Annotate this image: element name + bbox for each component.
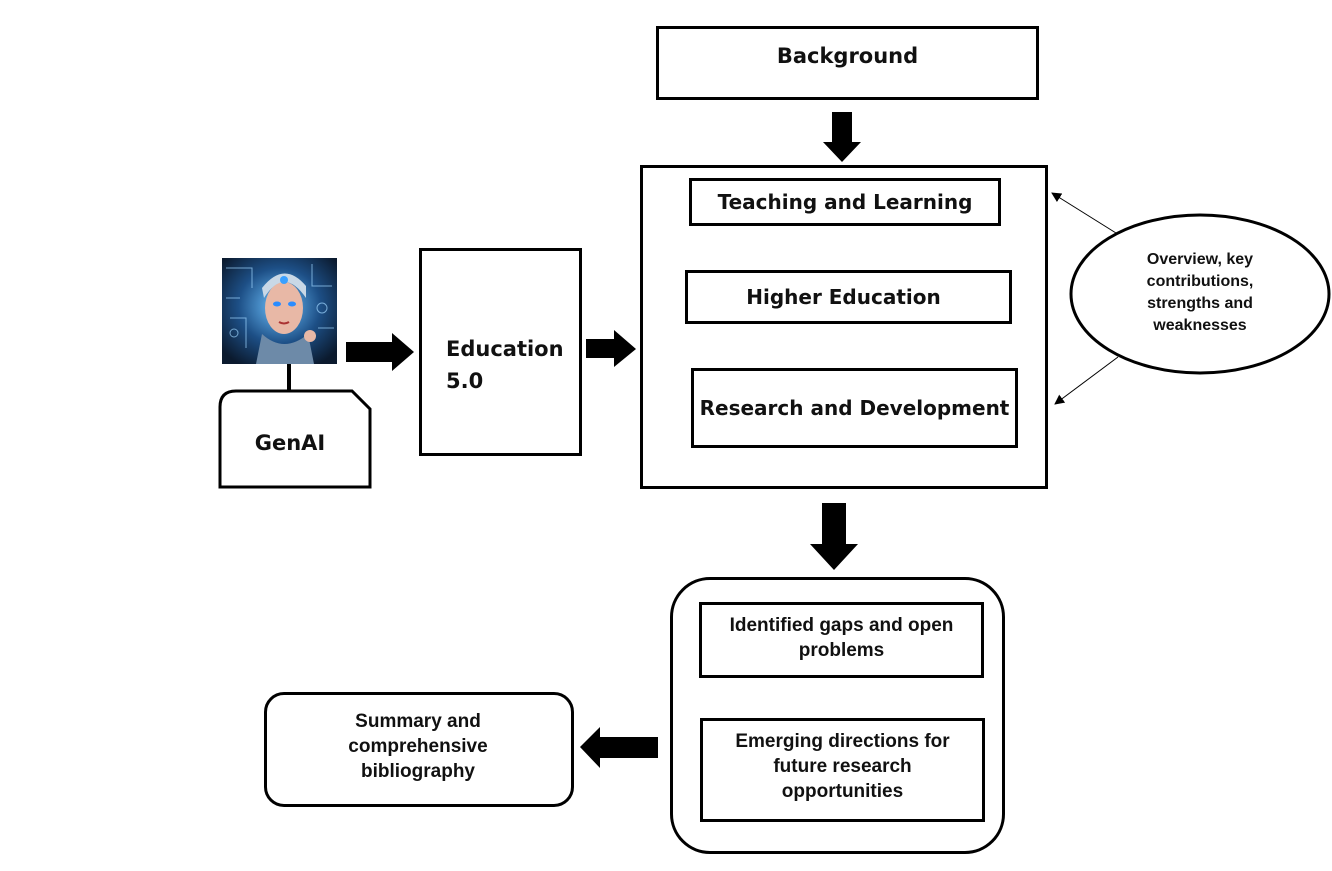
- genai-card: [218, 389, 372, 489]
- arrow-down-main: [810, 503, 858, 570]
- overview-label: Overview, key contributions, strengths a…: [1146, 251, 1254, 334]
- background-label: Background: [776, 44, 919, 68]
- teaching-label: Teaching and Learning: [717, 190, 973, 214]
- ai-portrait-image: [222, 258, 337, 364]
- teaching-box: [689, 178, 1001, 226]
- summary-box: [264, 692, 574, 807]
- higher-education-label: Higher Education: [746, 285, 941, 309]
- arrow-right-genai: [346, 333, 414, 371]
- emerging-box: [700, 718, 985, 822]
- arrow-left-summary: [580, 727, 658, 768]
- ai-portrait-icon: [222, 258, 337, 364]
- higher-education-box: [685, 270, 1012, 324]
- research-box: [691, 368, 1018, 448]
- genai-label: GenAI: [254, 431, 326, 455]
- education-label: Education 5.0: [446, 337, 564, 393]
- summary-label: Summary and comprehensive bibliography: [348, 710, 488, 782]
- gaps-box: [699, 602, 984, 678]
- connector-overview-top: [1051, 192, 1117, 234]
- background-box: [656, 26, 1039, 100]
- education-box: [419, 248, 582, 456]
- overview-ellipse: [1069, 213, 1331, 375]
- arrow-right-education: [586, 330, 636, 367]
- arrow-down-background: [823, 112, 861, 162]
- emerging-label: Emerging directions for future research …: [735, 730, 950, 802]
- research-label: Research and Development: [699, 396, 1010, 420]
- connector-overview-bottom: [1054, 356, 1119, 405]
- gaps-label: Identified gaps and open problems: [729, 615, 954, 661]
